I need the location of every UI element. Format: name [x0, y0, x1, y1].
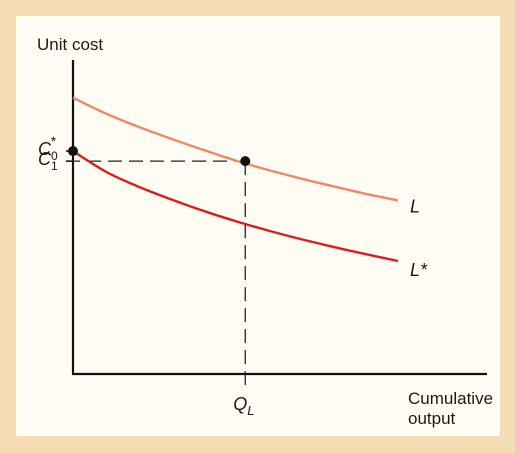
series-label-l-star: L*	[410, 260, 428, 280]
series-label-l: L	[410, 196, 420, 216]
curve-l-star	[72, 150, 399, 263]
point-c1-ql	[240, 156, 251, 167]
y-axis-title: Unit cost	[37, 35, 103, 54]
x-axis-title-line-1: Cumulative	[408, 389, 493, 408]
y-tick-label-c1: C1	[38, 149, 58, 173]
point-c0-star	[68, 146, 78, 157]
x-tick-label-ql: QL	[233, 394, 254, 418]
x-axis-title-line-2: output	[408, 409, 456, 428]
chart-panel	[16, 16, 500, 436]
y-tick-label-c0-star: C0*	[38, 133, 58, 163]
curve-l	[72, 96, 399, 202]
